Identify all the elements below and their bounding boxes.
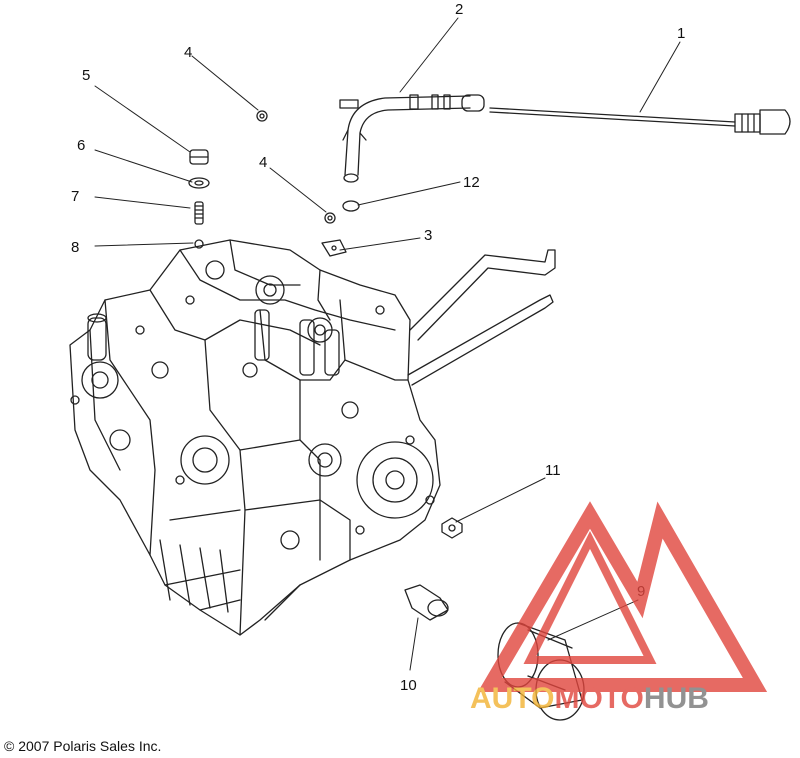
copyright-notice: © 2007 Polaris Sales Inc. — [4, 738, 162, 754]
callout-8: 8 — [71, 239, 79, 256]
callout-4a: 4 — [184, 44, 192, 61]
callout-10: 10 — [400, 677, 417, 694]
callout-3: 3 — [424, 227, 432, 244]
watermark-hub: HUB — [644, 682, 709, 715]
dipstick-tube-part — [339, 94, 485, 183]
automotohub-watermark: AUTOMOTOHUB — [470, 501, 768, 715]
watermark-auto: AUTO — [470, 682, 554, 715]
leader-lines — [94, 17, 681, 671]
callout-11: 11 — [545, 462, 561, 479]
callout-4b: 4 — [259, 154, 267, 171]
callout-6: 6 — [77, 137, 85, 154]
dipstick-part — [489, 107, 791, 135]
callout-numbers: 1 2 3 4 4 5 6 7 8 9 10 11 12 — [71, 1, 685, 694]
watermark-logo-triangles — [477, 501, 768, 692]
watermark-text: AUTOMOTOHUB — [470, 682, 709, 715]
callout-5: 5 — [82, 67, 90, 84]
engine-crankcase-drawing — [69, 239, 556, 636]
callout-12: 12 — [463, 174, 480, 191]
callout-7: 7 — [71, 188, 79, 205]
callout-1: 1 — [677, 25, 685, 42]
watermark-moto: MOTO — [554, 682, 643, 715]
callout-2: 2 — [455, 1, 463, 18]
